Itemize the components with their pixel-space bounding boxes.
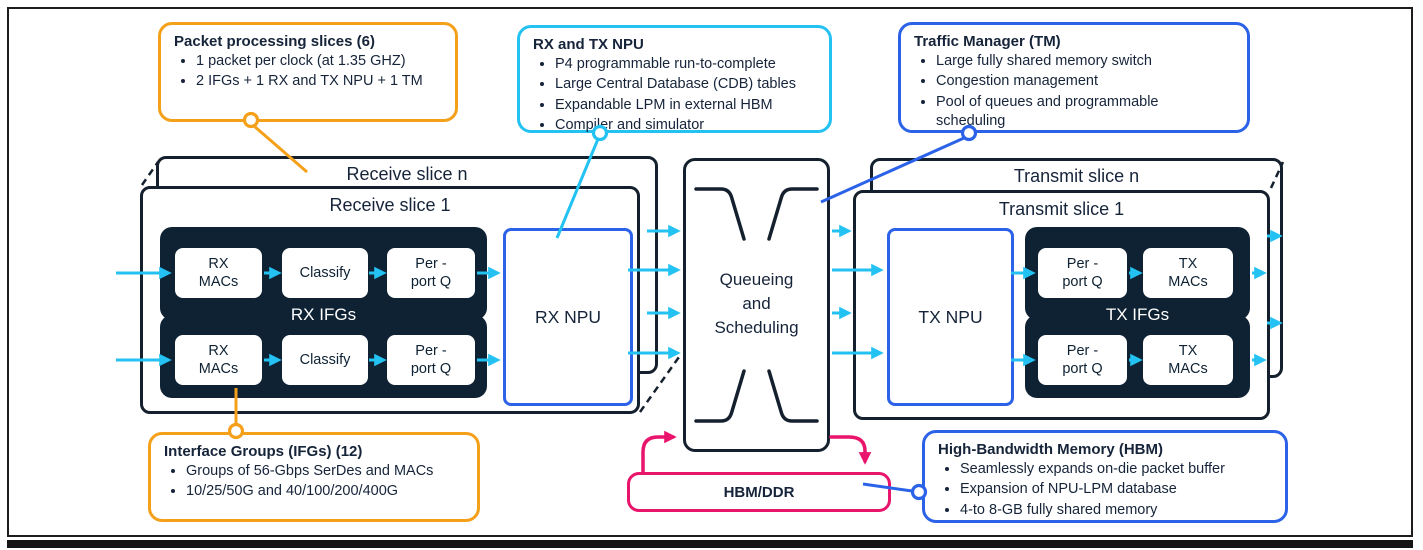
rx-macs-box: RX MACs xyxy=(175,248,262,298)
bullet: 10/25/50G and 40/100/200/400G xyxy=(186,482,467,501)
bullet: Expandable LPM in external HBM xyxy=(555,96,819,115)
tx-per-port-q-box: Per - port Q xyxy=(1038,335,1127,385)
tx-npu-label: TX NPU xyxy=(918,306,983,327)
bullet: Large Central Database (CDB) tables xyxy=(555,75,819,94)
rx-ifgs-label: RX IFGs xyxy=(290,305,357,324)
callout-packet-bullets: 1 packet per clock (at 1.35 GHZ) 2 IFGs … xyxy=(174,52,445,92)
callout-traffic-manager: Traffic Manager (TM) Large fully shared … xyxy=(898,22,1250,133)
per-port-q-box: Per - port Q xyxy=(387,335,475,385)
bullet: Large fully shared memory switch xyxy=(936,52,1221,71)
callout-ifg-title: Interface Groups (IFGs) (12) xyxy=(164,443,363,460)
receive-slice-1-title: Receive slice 1 xyxy=(329,195,451,215)
tx-macs-box: TX MACs xyxy=(1143,335,1233,385)
callout-tm-title: Traffic Manager (TM) xyxy=(914,33,1061,50)
classify-box: Classify xyxy=(282,248,368,298)
callout-hbm-title: High-Bandwidth Memory (HBM) xyxy=(938,441,1163,458)
tx-ifgs-label: TX IFGs xyxy=(1105,305,1170,324)
callout-hbm: High-Bandwidth Memory (HBM) Seamlessly e… xyxy=(922,430,1288,523)
rx-npu-box: RX NPU xyxy=(503,228,633,406)
bullet: Expansion of NPU-LPM database xyxy=(960,480,1275,499)
callout-tm-bullets: Large fully shared memory switch Congest… xyxy=(914,52,1221,132)
bullet: Groups of 56-Gbps SerDes and MACs xyxy=(186,462,467,481)
callout-packet-processing: Packet processing slices (6) 1 packet pe… xyxy=(158,22,458,122)
callout-ifg-bullets: Groups of 56-Gbps SerDes and MACs 10/25/… xyxy=(164,462,467,502)
callout-npu: RX and TX NPU P4 programmable run-to-com… xyxy=(517,25,832,133)
bullet: Pool of queues and programmable scheduli… xyxy=(936,93,1221,132)
hbm-ddr-label: HBM/DDR xyxy=(723,483,795,501)
hbm-ddr-box: HBM/DDR xyxy=(627,472,891,512)
transmit-slice-n-title: Transmit slice n xyxy=(1013,166,1140,186)
bullet: Seamlessly expands on-die packet buffer xyxy=(960,460,1275,479)
callout-interface-groups: Interface Groups (IFGs) (12) Groups of 5… xyxy=(148,432,480,522)
tx-npu-box: TX NPU xyxy=(887,228,1014,406)
per-port-q-box: Per - port Q xyxy=(387,248,475,298)
queueing-scheduling-label: Queueing and Scheduling xyxy=(714,270,799,337)
figure-bottom-rule xyxy=(7,540,1413,548)
bullet: 4-to 8-GB fully shared memory xyxy=(960,501,1275,520)
callout-npu-bullets: P4 programmable run-to-complete Large Ce… xyxy=(533,55,819,136)
bullet: Compiler and simulator xyxy=(555,116,819,135)
bullet: P4 programmable run-to-complete xyxy=(555,55,819,74)
bullet: 2 IFGs + 1 RX and TX NPU + 1 TM xyxy=(196,72,445,91)
classify-box: Classify xyxy=(282,335,368,385)
callout-hbm-bullets: Seamlessly expands on-die packet buffer … xyxy=(938,460,1275,520)
callout-npu-title: RX and TX NPU xyxy=(533,36,644,53)
tx-per-port-q-box: Per - port Q xyxy=(1038,248,1127,298)
callout-packet-title: Packet processing slices (6) xyxy=(174,33,375,50)
figure-frame xyxy=(7,7,1413,537)
bullet: Congestion management xyxy=(936,72,1221,91)
rx-npu-label: RX NPU xyxy=(534,306,602,327)
receive-slice-n-title: Receive slice n xyxy=(346,164,468,184)
tx-macs-box: TX MACs xyxy=(1143,248,1233,298)
bullet: 1 packet per clock (at 1.35 GHZ) xyxy=(196,52,445,71)
transmit-slice-1-title: Transmit slice 1 xyxy=(998,199,1125,219)
rx-macs-box: RX MACs xyxy=(175,335,262,385)
